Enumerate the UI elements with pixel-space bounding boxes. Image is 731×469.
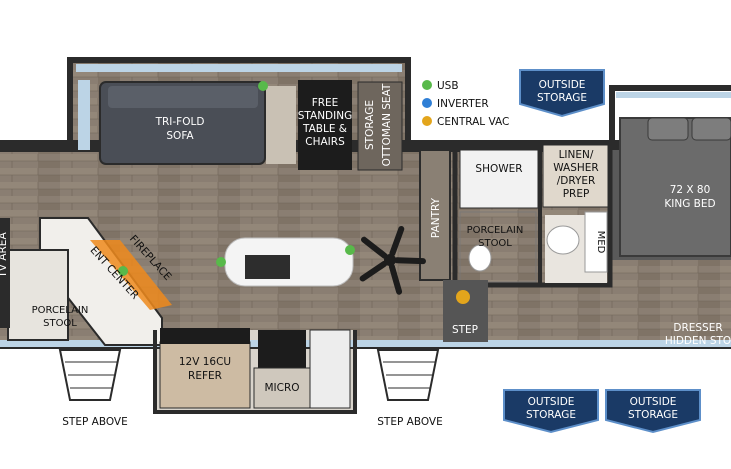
stool-center-label-2: STOOL xyxy=(478,238,512,249)
linen-label-4: PREP xyxy=(563,188,590,200)
step-label: STEP xyxy=(452,324,478,336)
ceiling-fan xyxy=(359,225,426,295)
ottoman-label-1: STORAGE xyxy=(364,100,376,150)
legend-usb-label: USB xyxy=(437,80,459,92)
shower-label: SHOWER xyxy=(475,163,522,175)
bed-label-1: 72 X 80 xyxy=(670,184,711,196)
table-label-1: FREE xyxy=(312,97,339,109)
bed-label-2: KING BED xyxy=(664,198,715,210)
fireplace xyxy=(90,240,172,310)
micro-label: MICRO xyxy=(264,382,299,394)
badge-bl-line1: OUTSIDE xyxy=(528,396,575,408)
top-slide-wall xyxy=(67,57,411,150)
stool-center-label-1: PORCELAIN xyxy=(467,225,524,236)
refer-label-2: REFER xyxy=(188,370,222,382)
refrigerator xyxy=(159,341,251,409)
table-label-2: STANDING xyxy=(298,110,352,122)
dresser-label-2: HIDDEN STO xyxy=(665,335,731,347)
shower xyxy=(459,149,539,209)
usb-legend-dot xyxy=(422,80,432,90)
badge-top-line1: OUTSIDE xyxy=(539,79,586,91)
pantry xyxy=(419,149,451,281)
king-bed xyxy=(619,117,731,257)
badge-top-line2: STORAGE xyxy=(537,92,587,104)
step-above-right-label: STEP ABOVE xyxy=(377,416,442,428)
med-label: MED xyxy=(595,231,606,254)
microwave-counter xyxy=(253,367,311,409)
linen-label-3: /DRYER xyxy=(557,175,596,187)
ottoman-label-2: OTTOMAN SEAT xyxy=(381,83,393,166)
table-label-3: TABLE & xyxy=(302,123,347,135)
badge-br-line1: OUTSIDE xyxy=(630,396,677,408)
center-toilet xyxy=(468,244,492,272)
dresser-label-1: DRESSER xyxy=(673,322,722,334)
badge-bl-line2: STORAGE xyxy=(526,409,576,421)
step-above-left-label: STEP ABOVE xyxy=(62,416,127,428)
bath-walls xyxy=(452,145,613,288)
entry-steps-right xyxy=(376,349,440,401)
pantry-label: PANTRY xyxy=(430,197,442,238)
left-bath xyxy=(7,249,69,341)
tv-area-label: TV AREA xyxy=(0,232,9,279)
stovetop xyxy=(258,330,306,370)
central-vac-point xyxy=(456,290,470,304)
inverter-legend-dot xyxy=(422,98,432,108)
outside-storage-bottom-left xyxy=(503,389,599,434)
legend-central-vac-label: CENTRAL VAC xyxy=(437,116,509,128)
storage-ottoman xyxy=(357,81,403,171)
stool-left-label-2: STOOL xyxy=(43,318,77,329)
sofa-label-1: TRI-FOLD xyxy=(155,116,205,128)
outside-storage-bottom-right xyxy=(605,389,701,434)
outside-storage-top xyxy=(519,69,605,118)
sofa-label-2: SOFA xyxy=(166,130,194,142)
linen-label-2: WASHER xyxy=(553,162,598,174)
linen-closet xyxy=(542,144,609,208)
badge-br-line2: STORAGE xyxy=(628,409,678,421)
refer-label-1: 12V 16CU xyxy=(179,356,231,368)
body-wall-bottom xyxy=(0,340,731,348)
table-and-chairs xyxy=(298,80,352,170)
stool-left-label-1: PORCELAIN xyxy=(32,305,89,316)
bedroom-slide-wall xyxy=(609,85,731,150)
entry-steps-left xyxy=(58,349,122,401)
step xyxy=(443,280,488,342)
table-label-4: CHAIRS xyxy=(305,136,345,148)
legend-inverter-label: INVERTER xyxy=(437,98,489,110)
linen-label-1: LINEN/ xyxy=(559,149,594,161)
bath-sink xyxy=(546,225,580,255)
central-vac-legend-dot xyxy=(422,116,432,126)
